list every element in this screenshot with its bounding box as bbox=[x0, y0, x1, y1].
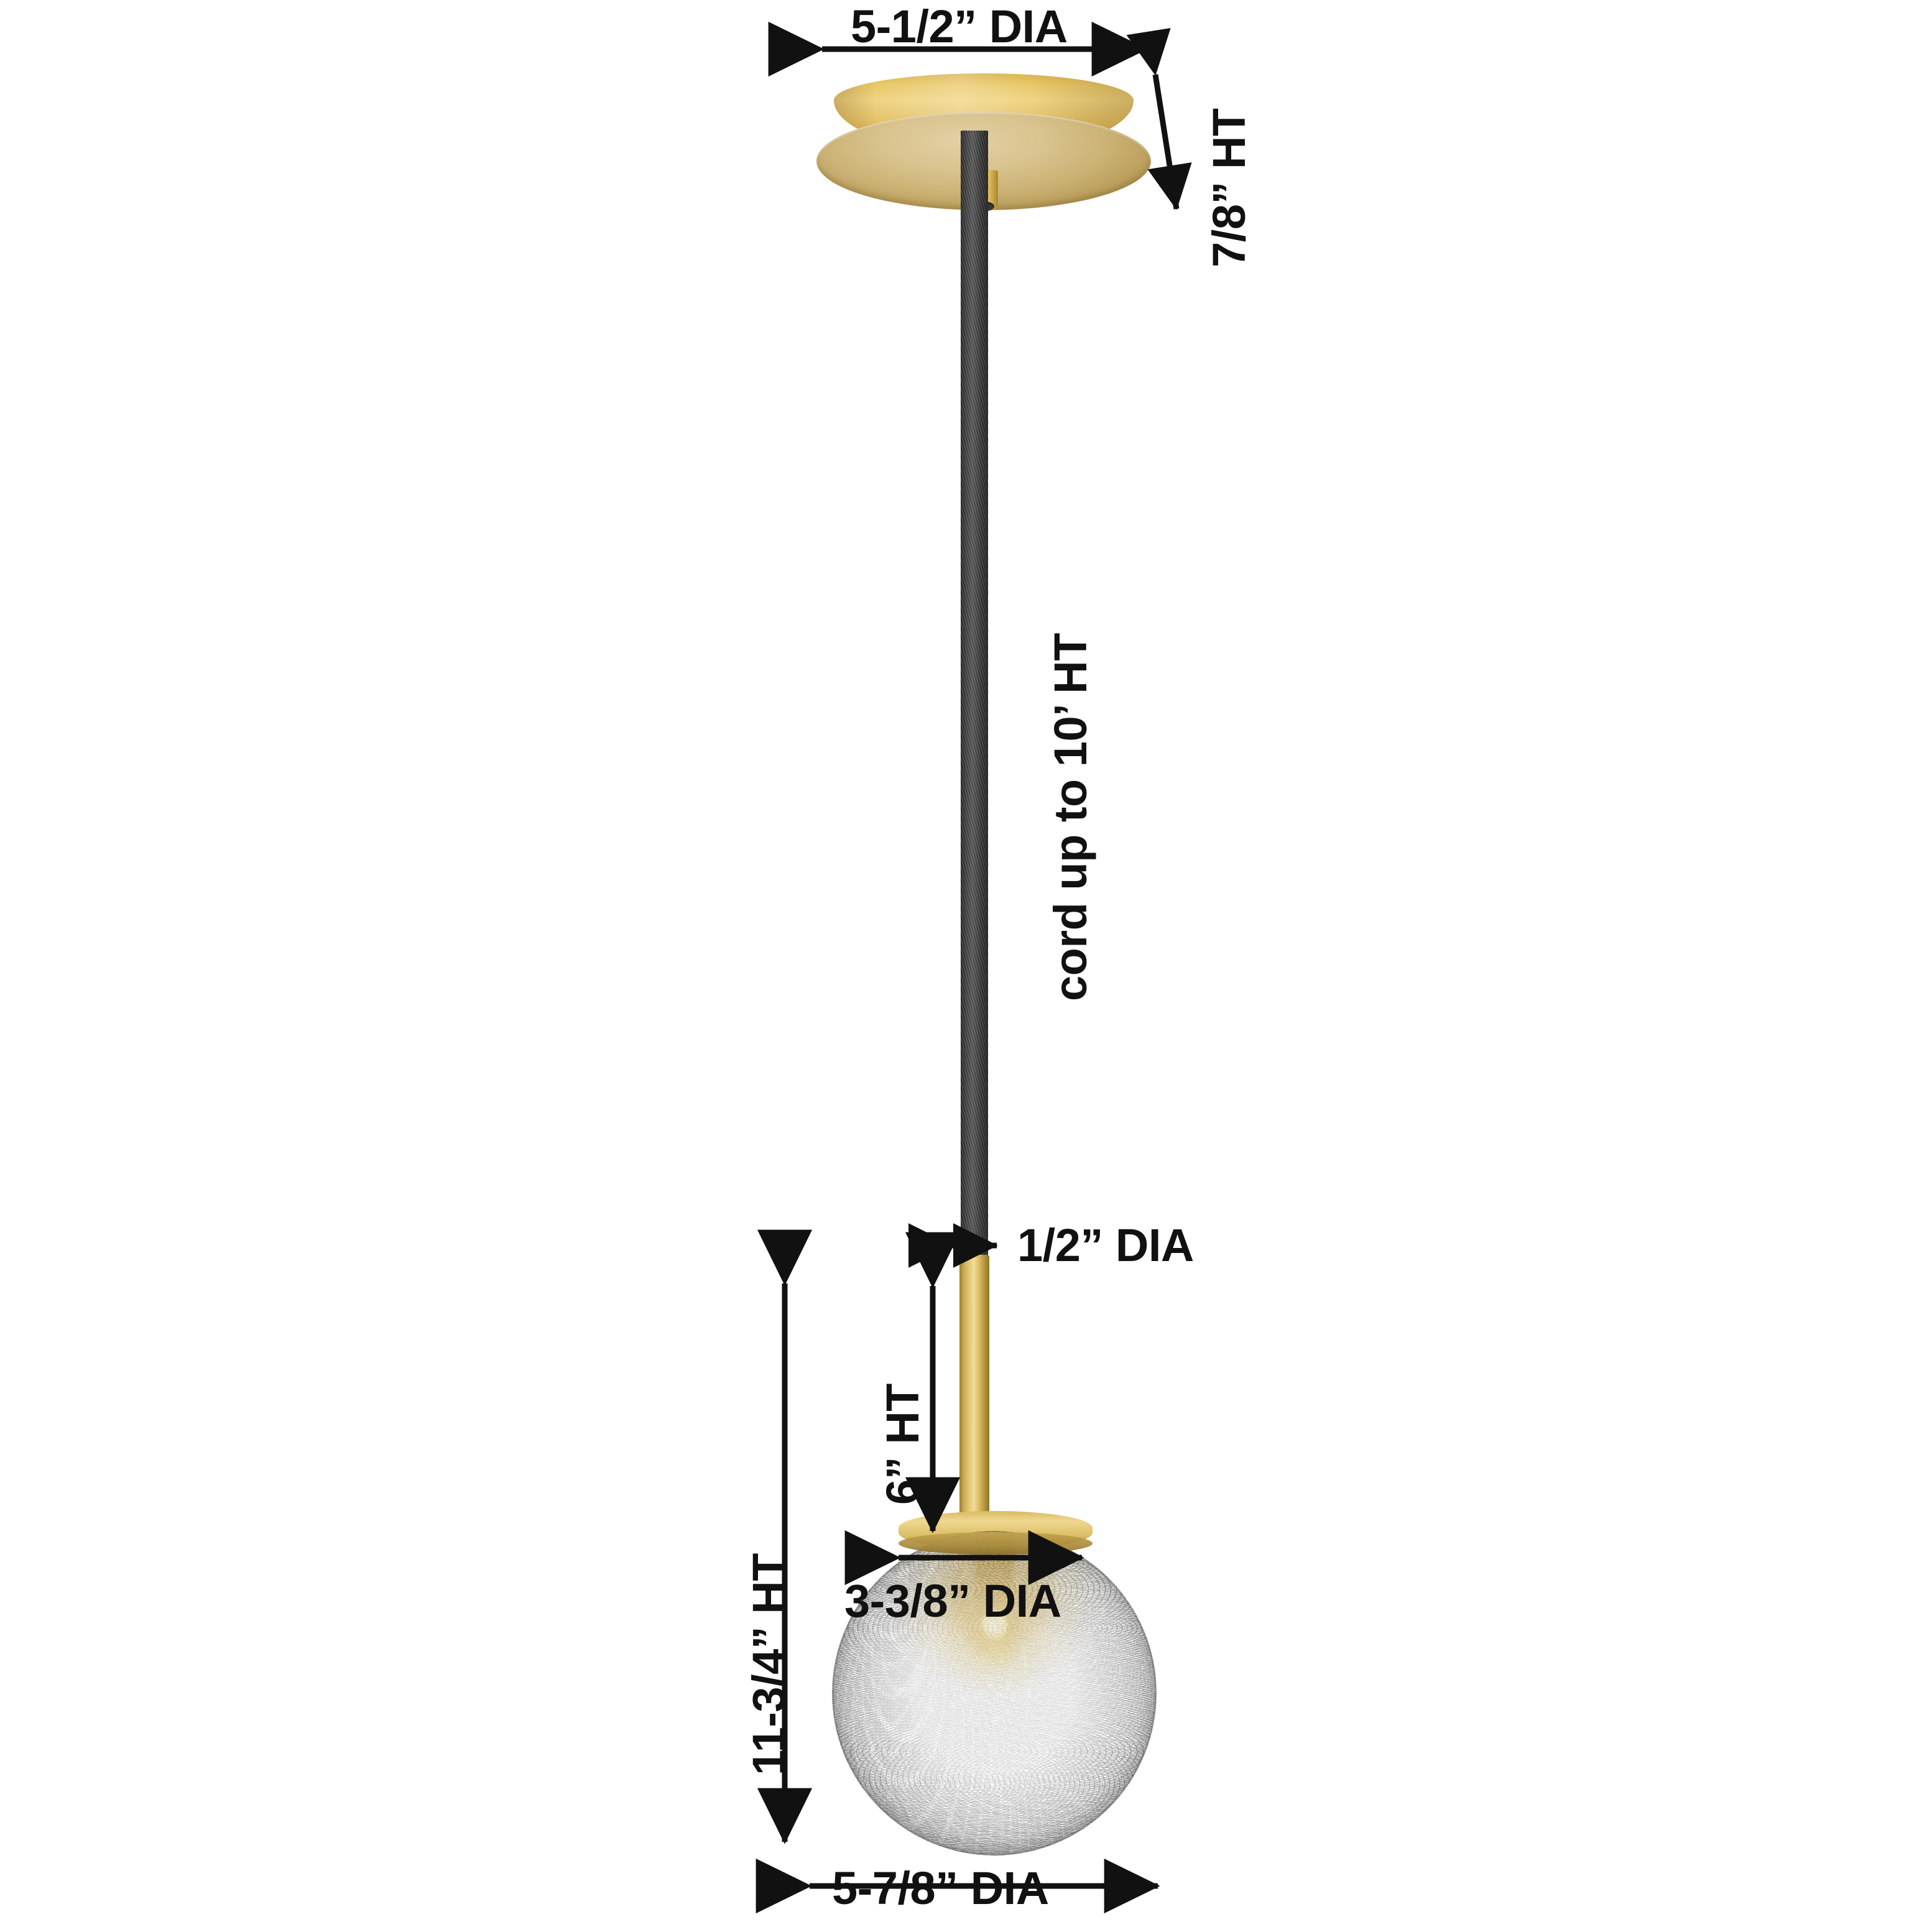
label-globe-inner-diameter: 3-3/8” DIA bbox=[844, 1575, 1061, 1627]
label-overall-height: 11-3/4” HT bbox=[743, 1553, 795, 1775]
light-bulb bbox=[981, 1609, 1007, 1642]
label-stem-height: 6” HT bbox=[877, 1384, 928, 1505]
label-cord-diameter: 1/2” DIA bbox=[1017, 1219, 1194, 1271]
dim-canopy-height bbox=[1126, 28, 1192, 210]
hanging-cord bbox=[961, 131, 988, 1256]
brass-stem bbox=[959, 1255, 989, 1533]
textured-glass-globe bbox=[808, 1511, 1181, 1859]
globe-cap-lip bbox=[899, 1532, 1093, 1555]
label-canopy-diameter: 5-1/2” DIA bbox=[851, 1, 1068, 52]
label-overall-diameter: 5-7/8” DIA bbox=[832, 1862, 1049, 1914]
label-cord-length: cord up to 10’ HT bbox=[1045, 633, 1096, 1001]
label-canopy-height: 7/8” HT bbox=[1203, 108, 1255, 267]
